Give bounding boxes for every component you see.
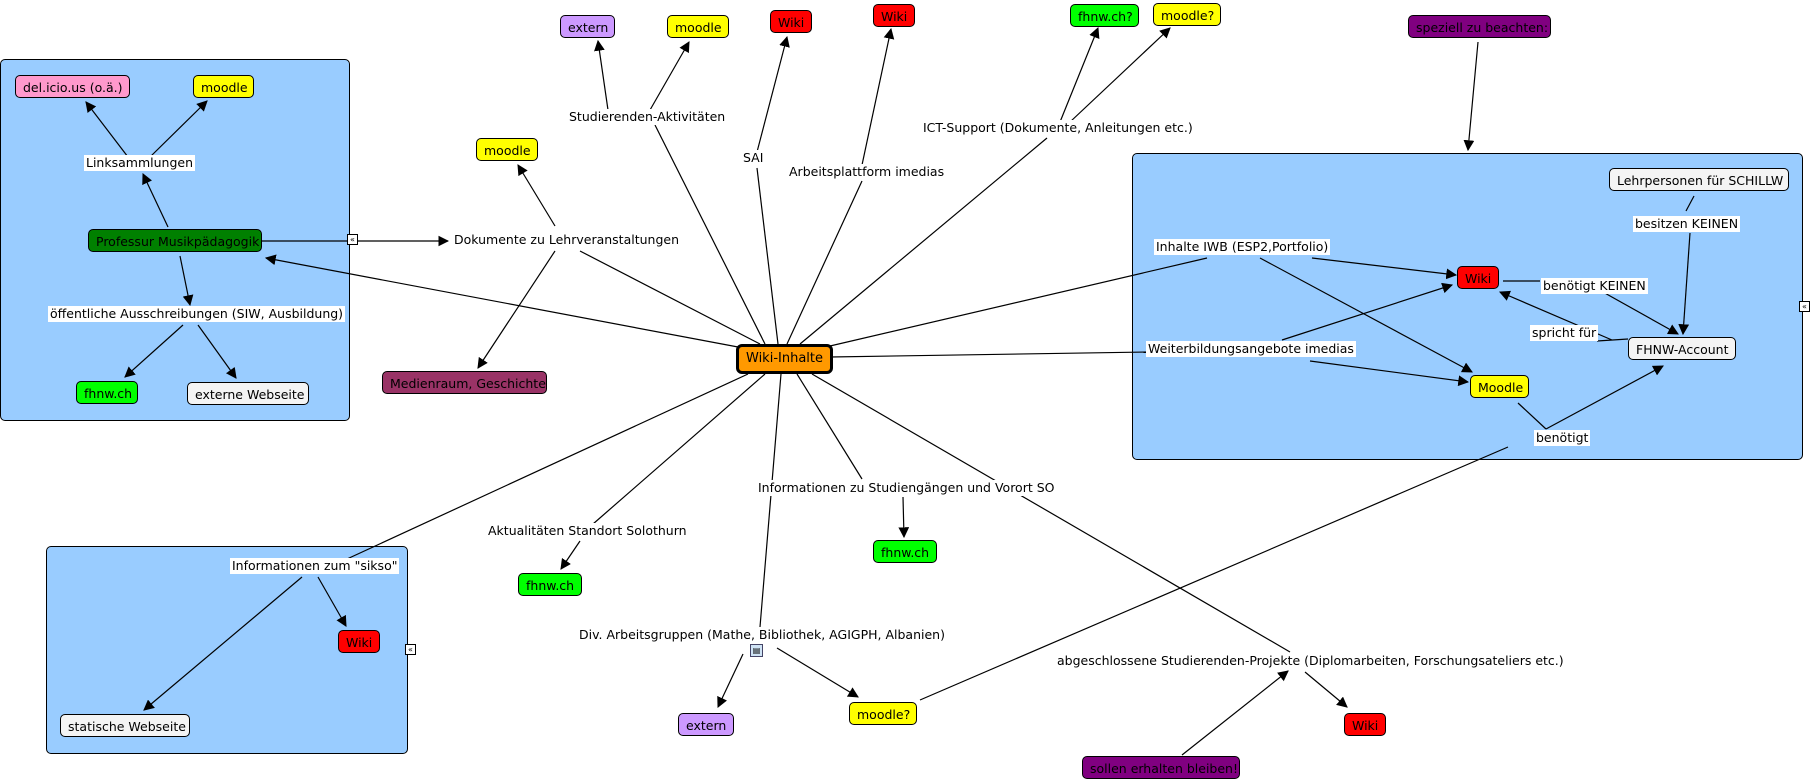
node-wiki-sai[interactable]: Wiki [770, 10, 812, 33]
label-informationen-sikso: Informationen zum "sikso" [230, 558, 400, 574]
label-abgeschlossene-projekte: abgeschlossene Studierenden-Projekte (Di… [1055, 653, 1566, 669]
node-extern-top[interactable]: extern [560, 15, 615, 38]
link-center-iwb [829, 257, 1208, 347]
collapse-icon[interactable]: « [347, 234, 358, 245]
label-div-arbeitsgruppen: Div. Arbeitsgruppen (Mathe, Bibliothek, … [577, 627, 947, 643]
label-informationen-studiengaenge: Informationen zu Studiengängen und Voror… [756, 480, 1057, 496]
label-benoetigt-keinen: benötigt KEINEN [1541, 278, 1648, 294]
link-center-imedias [786, 180, 863, 345]
panel-account [1132, 153, 1803, 460]
link-center-ict [799, 137, 1048, 345]
node-fhnw-left[interactable]: fhnw.ch [76, 381, 138, 404]
label-linksammlungen: Linksammlungen [84, 155, 195, 171]
node-moodle-arbeitsgruppen[interactable]: moodle? [849, 702, 917, 725]
node-sollen-erhalten-bleiben[interactable]: sollen erhalten bleiben! [1082, 756, 1240, 779]
link-center-sikso [346, 373, 749, 560]
collapse-icon[interactable]: « [405, 644, 416, 655]
label-spricht-fuer: spricht für [1530, 325, 1599, 341]
node-lehrpersonen-schillw[interactable]: Lehrpersonen für SCHILLW [1609, 168, 1789, 191]
node-moodle-dokumente[interactable]: moodle [476, 138, 538, 161]
node-moodle-top[interactable]: moodle [667, 15, 729, 38]
link-center-weiterbildung [829, 351, 1149, 358]
link-center-professor [264, 254, 739, 348]
node-moodle-links[interactable]: moodle [193, 75, 254, 98]
label-arbeitsplattform-imedias: Arbeitsplattform imedias [787, 164, 947, 180]
node-moodle-right[interactable]: Moodle [1470, 375, 1529, 398]
link-center-sai [756, 167, 779, 345]
label-studierenden-aktivitaeten: Studierenden-Aktivitäten [567, 109, 728, 125]
document-icon[interactable]: ▤ [750, 644, 763, 657]
link-center-aktualitaeten [592, 373, 766, 525]
label-besitzen-keinen: besitzen KEINEN [1633, 216, 1741, 232]
node-fhnw-aktualitaeten[interactable]: fhnw.ch [518, 573, 582, 596]
label-weiterbildungsangebote: Weiterbildungsangebote imedias [1146, 341, 1356, 357]
node-wiki-right[interactable]: Wiki [1457, 266, 1499, 289]
link-center-dokumente [579, 250, 761, 345]
node-wiki-imedias[interactable]: Wiki [873, 4, 915, 27]
label-inhalte-iwb: Inhalte IWB (ESP2,Portfolio) [1154, 239, 1331, 255]
link-center-informationen [796, 373, 863, 480]
node-fhnw-account[interactable]: FHNW-Account [1628, 337, 1736, 360]
node-wiki-sikso[interactable]: Wiki [338, 630, 380, 653]
label-dokumente-lehrveranstaltungen: Dokumente zu Lehrveranstaltungen [452, 232, 682, 248]
node-fhnw-informationen[interactable]: fhnw.ch [873, 540, 937, 563]
label-sai: SAI [741, 150, 766, 166]
label-ict-support: ICT-Support (Dokumente, Anleitungen etc.… [921, 120, 1195, 136]
node-delicious[interactable]: del.icio.us (o.ä.) [15, 75, 130, 98]
node-medienraum-geschichte[interactable]: Medienraum, Geschichte [382, 371, 547, 394]
link-center-arbeitsgruppen [759, 373, 782, 628]
node-fhnw-ict[interactable]: fhnw.ch? [1070, 4, 1139, 27]
node-wiki-projekte[interactable]: Wiki [1344, 713, 1386, 736]
node-statische-webseite[interactable]: statische Webseite [60, 714, 190, 737]
node-extern-arbeitsgruppen[interactable]: extern [678, 713, 734, 736]
label-oeffentliche-ausschreibungen: öffentliche Ausschreibungen (SIW, Ausbil… [48, 306, 346, 322]
label-aktualitaeten-solothurn: Aktualitäten Standort Solothurn [486, 523, 689, 539]
collapse-icon[interactable]: « [1799, 301, 1810, 312]
node-professur-musikpaedagogik[interactable]: Professur Musikpädagogik [88, 229, 262, 252]
link-center-projekte [811, 373, 1291, 653]
node-moodle-ict[interactable]: moodle? [1153, 3, 1221, 26]
link-center-studierenden [654, 124, 766, 345]
center-node-wiki-inhalte[interactable]: Wiki-Inhalte [736, 344, 833, 374]
node-externe-webseite[interactable]: externe Webseite [187, 382, 309, 405]
node-speziell-zu-beachten[interactable]: speziell zu beachten: [1408, 15, 1551, 38]
label-benoetigt: benötigt [1534, 430, 1591, 446]
